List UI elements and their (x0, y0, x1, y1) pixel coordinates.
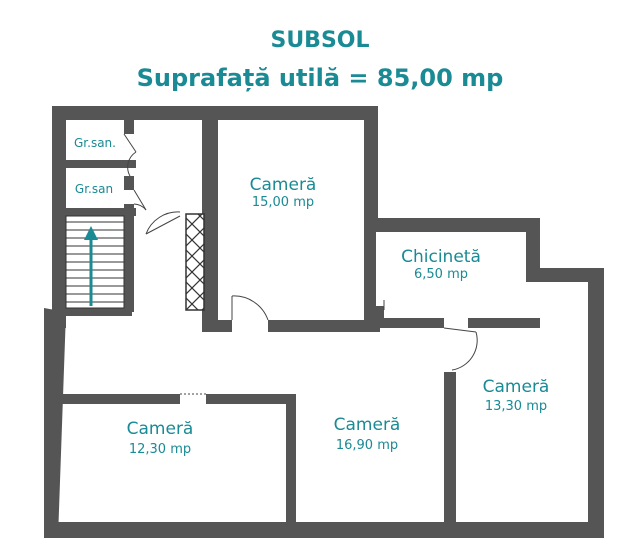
plan-title: SUBSOL (270, 28, 370, 53)
staircase (65, 215, 125, 309)
outer-walls (44, 106, 604, 538)
room-label-camera-16: Cameră 16,90 mp (334, 415, 401, 453)
svg-text:Chicinetă: Chicinetă (401, 247, 481, 267)
room-label-camera-13: Cameră 13,30 mp (483, 377, 550, 414)
interior-walls (52, 120, 540, 538)
svg-text:Cameră: Cameră (483, 377, 550, 397)
svg-text:13,30 mp: 13,30 mp (485, 399, 547, 414)
svg-text:Cameră: Cameră (127, 419, 194, 439)
hatched-column (185, 213, 205, 311)
svg-text:Gr.san.: Gr.san. (74, 136, 116, 150)
svg-text:6,50 mp: 6,50 mp (414, 267, 468, 282)
stair-arrow-icon (84, 226, 98, 306)
svg-text:12,30 mp: 12,30 mp (129, 442, 191, 457)
room-label-camera-12: Cameră 12,30 mp (127, 419, 194, 457)
room-label-camera-15: Cameră 15,00 mp (250, 175, 317, 210)
room-label-chicineta: Chicinetă 6,50 mp (401, 247, 481, 282)
door-swing-icon (123, 133, 478, 395)
room-label-gr-san-1: Gr.san. (74, 136, 116, 150)
svg-text:15,00 mp: 15,00 mp (252, 195, 314, 210)
plan-area-total: Suprafață utilă = 85,00 mp (136, 64, 504, 92)
room-label-gr-san-2: Gr.san (75, 182, 113, 196)
svg-text:Cameră: Cameră (334, 415, 401, 435)
svg-text:Cameră: Cameră (250, 175, 317, 195)
svg-text:Gr.san: Gr.san (75, 182, 113, 196)
svg-text:16,90 mp: 16,90 mp (336, 438, 398, 453)
